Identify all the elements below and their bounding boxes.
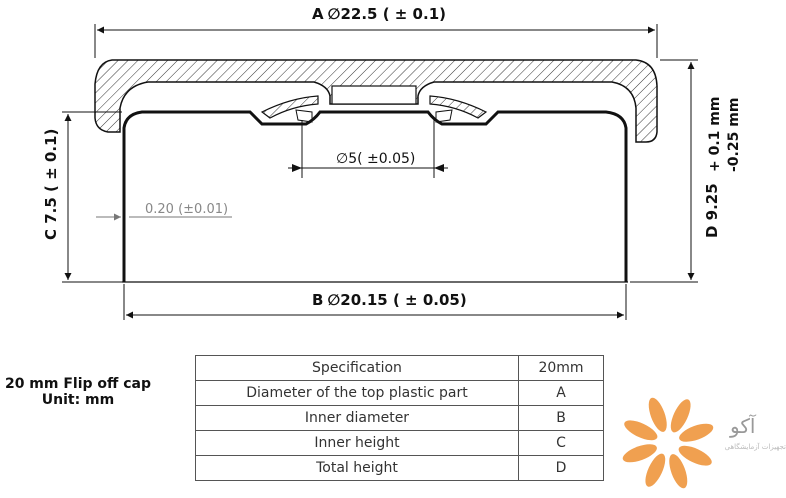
caption-title: 20 mm Flip off cap	[4, 376, 152, 392]
table-row: Diameter of the top plastic part A	[195, 380, 604, 406]
logo-petal	[669, 454, 688, 489]
logo-petal	[648, 397, 667, 432]
d-dimension-label: D 9.25	[703, 183, 721, 238]
brand-name: آکو	[730, 414, 756, 438]
hole-arrow-left	[292, 164, 302, 172]
hole-dimension-label: ∅5( ±0.05)	[336, 151, 415, 167]
logo-petal	[678, 445, 712, 466]
table-row: Inner height C	[195, 430, 604, 456]
logo-petal	[679, 423, 714, 442]
aluminium-shell	[122, 110, 628, 282]
b-dimension-label: B∅20.15 ( ± 0.05)	[312, 291, 467, 309]
table-row: Inner diameter B	[195, 405, 604, 431]
table-header-cell: 20mm	[518, 355, 604, 381]
right-spring-tab	[429, 95, 488, 119]
table-cell: B	[518, 405, 604, 431]
table-row: Total height D	[195, 455, 604, 481]
table-cell: C	[518, 430, 604, 456]
logo-petal	[645, 453, 666, 487]
caption-unit: Unit: mm	[41, 392, 115, 408]
table-cell: Inner diameter	[195, 405, 519, 431]
table-cell: Inner height	[195, 430, 519, 456]
brand-tagline: تجهیزات آزمایشگاهی	[724, 443, 786, 451]
table-cell: D	[518, 455, 604, 481]
logo-petal	[670, 399, 691, 433]
c-dimension-label: C 7.5 ( ± 0.1)	[42, 129, 60, 240]
table-header-row: Specification 20mm	[195, 355, 604, 381]
table-cell: A	[518, 380, 604, 406]
table-cell: Total height	[195, 455, 519, 481]
logo-petal	[622, 444, 657, 463]
d-tolerance-minus: -0.25 mm	[726, 98, 742, 172]
table-header-cell: Specification	[195, 355, 519, 381]
d-tolerance-plus: + 0.1 mm	[707, 97, 723, 172]
drawing-caption: 20 mm Flip off cap Unit: mm	[0, 376, 162, 408]
a-dimension-label: A∅22.5 ( ± 0.1)	[312, 5, 446, 23]
spec-table: Specification 20mm Diameter of the top p…	[195, 355, 604, 481]
table-cell: Diameter of the top plastic part	[195, 380, 519, 406]
thickness-label: 0.20 (±0.01)	[145, 202, 228, 217]
logo-petal	[624, 420, 658, 441]
center-hole	[331, 85, 417, 105]
brand-logo-icon	[622, 397, 714, 489]
hole-arrow-right	[434, 164, 444, 172]
cap-drawing: A∅22.5 ( ± 0.1) B∅20.15 ( ± 0.05) C 7.5 …	[42, 5, 742, 320]
left-spring-tab	[260, 95, 319, 119]
